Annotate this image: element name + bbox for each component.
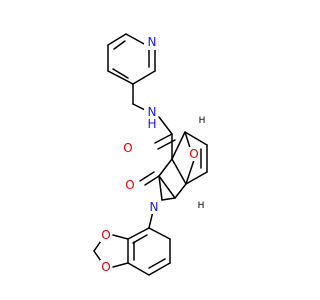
bridge-oxygen-label: O <box>189 147 198 161</box>
bond-bz-double-1 <box>132 234 148 244</box>
bond-amide-nc <box>158 116 173 135</box>
bond-core-8 <box>174 183 187 199</box>
lactam-oxygen-label: O <box>125 178 134 192</box>
ring-nitrogen-label: N <box>150 200 159 214</box>
bond-lactam-4 <box>139 171 155 182</box>
amide-nitrogen-label: N <box>148 105 157 119</box>
amide-hydrogen-label: H <box>147 117 156 131</box>
bond-py-4 <box>107 70 134 85</box>
bond-py-6 <box>107 33 127 46</box>
bond-py-double-3 <box>113 40 126 50</box>
bond-amide-co-1 <box>154 133 173 144</box>
molecule-structure: N N H O O O N O O H H <box>93 33 208 276</box>
bond-lactam-2 <box>161 197 176 201</box>
bond-core-6 <box>158 158 173 177</box>
bonds <box>93 33 208 276</box>
dioxole-top-oxygen-label: O <box>101 228 110 242</box>
bond-core-2 <box>184 131 208 146</box>
bond-bz-double-2 <box>148 258 166 269</box>
bond-diox-2 <box>112 262 129 268</box>
bond-bz-6 <box>148 227 171 240</box>
stereo-hydrogen-bottom: H <box>198 201 205 211</box>
bond-lactam-1 <box>158 175 163 201</box>
amide-oxygen-label: O <box>123 141 132 155</box>
bond-core-7 <box>158 175 176 199</box>
bond-py-1 <box>125 33 147 46</box>
bond-ch2-2 <box>132 103 146 111</box>
stereo-hydrogen-top: H <box>199 116 206 126</box>
bond-bz-4 <box>148 262 171 276</box>
bond-core-1 <box>171 131 186 160</box>
bond-core-4 <box>185 171 208 185</box>
bond-diox-1 <box>112 234 129 240</box>
bond-core-9 <box>185 159 195 185</box>
bond-bz-3 <box>127 262 150 276</box>
bond-core-5 <box>171 158 187 185</box>
bond-bz-1 <box>127 227 150 240</box>
pyridine-nitrogen-label: N <box>148 35 157 49</box>
bond-lactam-3 <box>144 175 160 186</box>
bond-py-double-2 <box>112 68 129 79</box>
dioxole-bottom-oxygen-label: O <box>101 260 110 274</box>
atom-labels: N N H O O O N O O H H <box>100 35 205 274</box>
bond-py-3 <box>132 70 156 85</box>
